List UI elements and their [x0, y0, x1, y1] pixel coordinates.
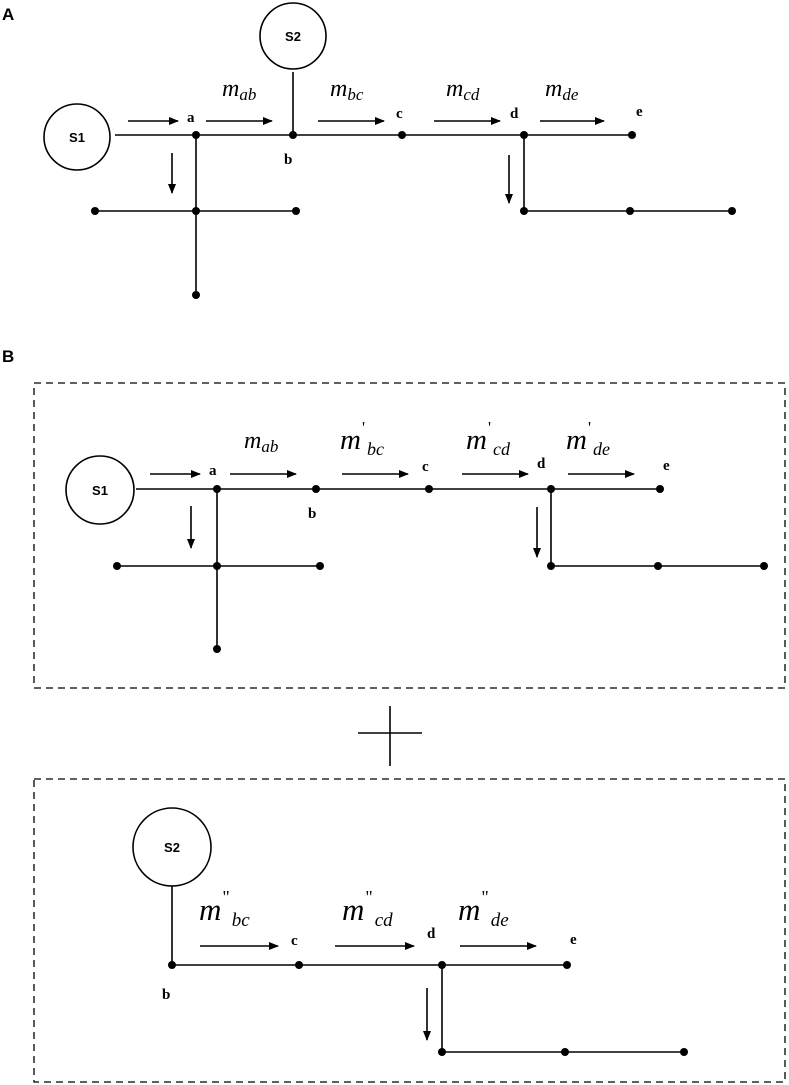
- node-c: [425, 485, 433, 493]
- source-s1-a: S1: [43, 103, 111, 171]
- svg-text:e: e: [570, 932, 577, 948]
- svg-text:d: d: [510, 106, 519, 122]
- source-s2-b: S2: [132, 807, 212, 887]
- svg-text:a: a: [209, 463, 217, 479]
- node-a: [213, 485, 221, 493]
- node-b: [312, 485, 320, 493]
- node: [438, 1048, 446, 1056]
- svg-text:S1: S1: [92, 483, 108, 498]
- node-d: [520, 131, 528, 139]
- svg-text:c: c: [422, 459, 429, 475]
- svg-text:S1: S1: [69, 130, 85, 145]
- node-b: [289, 131, 297, 139]
- node: [192, 207, 200, 215]
- flow-label-mde-double-prime: m"de: [458, 887, 509, 931]
- node: [316, 562, 324, 570]
- flow-labels-a: mab mbc mcd mde: [222, 76, 579, 104]
- node: [547, 562, 555, 570]
- node: [626, 207, 634, 215]
- node-a: [192, 131, 200, 139]
- node-b: [168, 961, 176, 969]
- node: [561, 1048, 569, 1056]
- node: [760, 562, 768, 570]
- svg-text:a: a: [187, 110, 195, 126]
- svg-text:b: b: [308, 506, 316, 522]
- node: [113, 562, 121, 570]
- subfigure-box-2: [33, 778, 786, 1083]
- node-e: [563, 961, 571, 969]
- flow-label-mde: mde: [545, 76, 579, 104]
- svg-text:S2: S2: [285, 29, 301, 44]
- node: [213, 562, 221, 570]
- node-labels-a: a b c d e: [187, 104, 643, 168]
- flow-arrows-b1: [150, 470, 635, 558]
- node: [520, 207, 528, 215]
- node: [91, 207, 99, 215]
- svg-text:S2: S2: [164, 840, 180, 855]
- node-e: [628, 131, 636, 139]
- node-labels-b2: b c d e: [162, 926, 577, 1003]
- network-b2: [171, 886, 684, 1053]
- flow-label-mcd-double-prime: m"cd: [342, 887, 393, 931]
- plus-sign-icon: [358, 706, 422, 766]
- flow-label-mab: mab: [244, 428, 278, 456]
- flow-label-mbc: mbc: [330, 76, 364, 104]
- node-labels-b1: a b c d e: [209, 456, 670, 522]
- source-s1-b: S1: [65, 455, 135, 525]
- nodes-b1: [113, 485, 768, 653]
- nodes-b2: [168, 961, 688, 1056]
- flow-label-mbc-double-prime: m"bc: [199, 887, 250, 931]
- flow-label-mcd: mcd: [446, 76, 480, 104]
- svg-text:e: e: [663, 458, 670, 474]
- node-e: [656, 485, 664, 493]
- subfigure-box-1: [33, 382, 786, 689]
- flow-label-mab: mab: [222, 76, 256, 104]
- node: [680, 1048, 688, 1056]
- node-d: [547, 485, 555, 493]
- svg-text:c: c: [291, 933, 298, 949]
- svg-text:e: e: [636, 104, 643, 120]
- network-b1: [117, 488, 764, 649]
- svg-text:d: d: [427, 926, 436, 942]
- node: [292, 207, 300, 215]
- node-c: [398, 131, 406, 139]
- node-c: [295, 961, 303, 969]
- flow-label-mde-prime: m'de: [566, 418, 610, 459]
- nodes-a: [91, 131, 736, 299]
- flow-arrows-a: [128, 117, 605, 204]
- svg-text:d: d: [537, 456, 546, 472]
- node: [654, 562, 662, 570]
- svg-text:b: b: [284, 152, 292, 168]
- panel-label-a: A: [2, 5, 14, 24]
- flow-labels-b1: mab m'bc m'cd m'de: [244, 418, 610, 459]
- flow-labels-b2: m"bc m"cd m"de: [199, 887, 509, 931]
- flow-label-mbc-prime: m'bc: [340, 418, 384, 459]
- node: [728, 207, 736, 215]
- node-d: [438, 961, 446, 969]
- svg-text:b: b: [162, 987, 170, 1003]
- node: [192, 291, 200, 299]
- source-s2-a: S2: [259, 2, 327, 70]
- node: [213, 645, 221, 653]
- flow-arrows-b2: [200, 942, 537, 1041]
- panel-label-b: B: [2, 347, 14, 366]
- flow-label-mcd-prime: m'cd: [466, 418, 511, 459]
- svg-text:c: c: [396, 106, 403, 122]
